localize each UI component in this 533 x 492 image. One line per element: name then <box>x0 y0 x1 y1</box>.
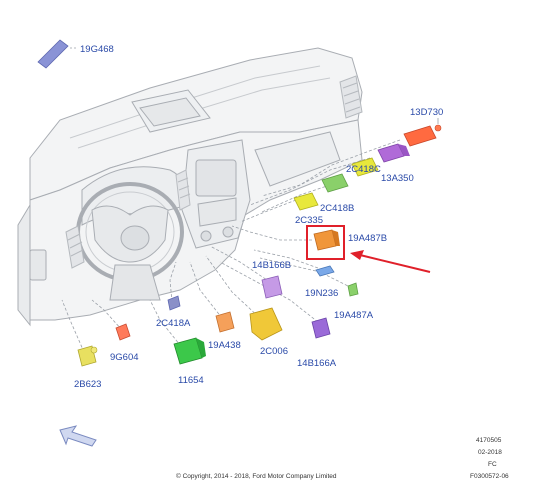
highlight-box <box>306 225 345 260</box>
part-14B166B <box>261 275 283 299</box>
label-14B166B: 14B166B <box>252 260 291 271</box>
meta-ref: F0300572-06 <box>470 473 509 480</box>
label-2B623: 2B623 <box>74 379 101 390</box>
label-19G468: 19G468 <box>80 44 114 55</box>
callout-arrow <box>350 250 431 273</box>
meta-code: FC <box>488 461 497 468</box>
label-11654: 11654 <box>178 375 204 386</box>
part-13A350 <box>377 143 410 163</box>
label-2C418B: 2C418B <box>320 203 354 214</box>
label-2C006: 2C006 <box>260 346 288 357</box>
part-2B623 <box>77 345 98 367</box>
part-19N236 <box>315 265 335 277</box>
leader-lines <box>61 139 401 353</box>
part-13D730 <box>403 118 442 147</box>
part-19A487B <box>313 229 340 251</box>
label-2C418A: 2C418A <box>156 318 191 329</box>
part-11654 <box>173 337 206 365</box>
part-2C006 <box>249 307 283 341</box>
part-2C418C <box>351 157 379 177</box>
label-2C335: 2C335 <box>295 215 323 226</box>
label-19A487A: 19A487A <box>334 310 374 321</box>
view-direction-arrow <box>59 425 97 447</box>
label-13D730: 13D730 <box>410 107 443 118</box>
part-2C418B <box>321 173 349 193</box>
label-19A487B: 19A487B <box>348 233 387 244</box>
label-9G604: 9G604 <box>110 352 139 363</box>
label-19A438: 19A438 <box>208 340 241 351</box>
label-19N236: 19N236 <box>305 288 338 299</box>
label-14B166A: 14B166A <box>297 358 337 369</box>
part-2C335 <box>293 192 319 211</box>
part-19A487A <box>347 282 359 297</box>
part-9G604 <box>115 323 131 341</box>
part-19G468 <box>37 39 78 69</box>
dashboard-illustration <box>17 47 363 327</box>
part-14B166A <box>311 317 331 339</box>
label-13A350: 13A350 <box>381 173 414 184</box>
part-2C418A <box>167 295 181 311</box>
meta-number: 4170505 <box>476 437 502 444</box>
copyright-text: © Copyright, 2014 - 2018, Ford Motor Com… <box>176 472 337 480</box>
label-2C418C: 2C418C <box>346 164 381 175</box>
meta-date: 02-2018 <box>478 449 502 456</box>
part-19A438 <box>215 311 235 333</box>
